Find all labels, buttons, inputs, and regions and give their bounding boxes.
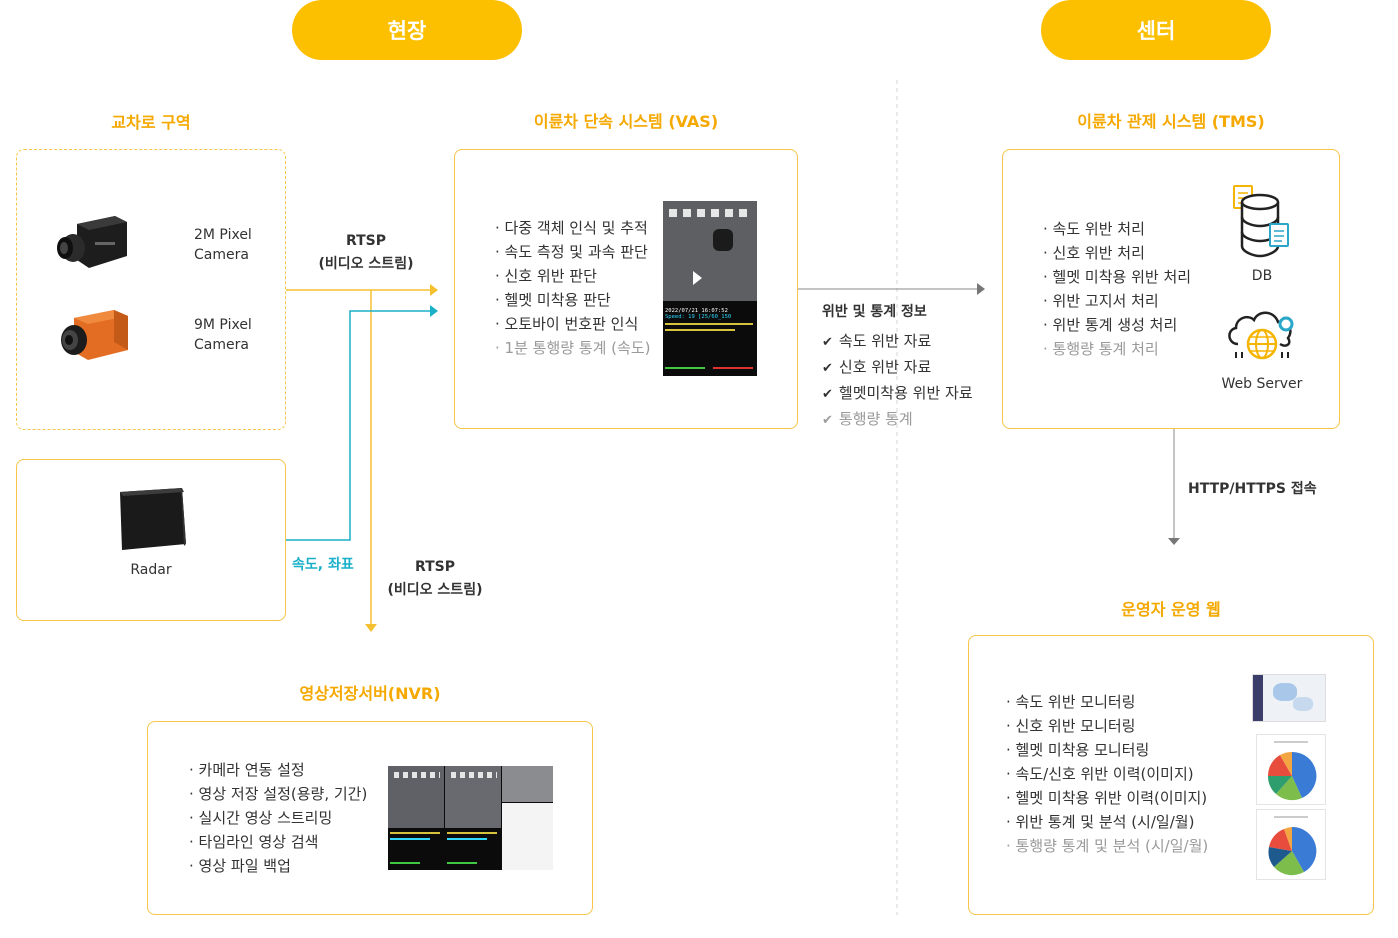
rtsp-arrowhead-vas: [430, 284, 438, 296]
road-view: [663, 201, 757, 301]
screen-line: [713, 367, 753, 369]
violation-info-item: 속도 위반 자료: [822, 329, 973, 355]
operator-item: · 헬멧 미착용 위반 이력(이미지): [1006, 789, 1208, 807]
motorbike-shape: [713, 229, 733, 251]
nvr-title: 영상저장서버(NVR): [299, 684, 441, 703]
rtsp-top-line2: (비디오 스트림): [318, 256, 414, 272]
violation-info-list: 속도 위반 자료 신호 위반 자료 헬멧미착용 위반 자료 통행량 통계: [822, 329, 973, 433]
tms-item: · 위반 통계 생성 처리: [1043, 316, 1178, 334]
rtsp-bottom-line1: RTSP: [414, 559, 456, 575]
screen-line: [665, 329, 735, 331]
radar-label: Radar: [130, 562, 172, 578]
operator-title: 운영자 운영 웹: [1121, 600, 1221, 619]
tms-item: · 속도 위반 처리: [1043, 220, 1145, 238]
nvr-feature-list: · 카메라 연동 설정 · 영상 저장 설정(용량, 기간) · 실시간 영상 …: [189, 758, 367, 878]
radar-icon: [120, 488, 186, 550]
tms-item-muted: · 통행량 통계 처리: [1043, 340, 1159, 358]
rtsp-arrowhead-nvr: [365, 624, 377, 632]
vas-item: · 속도 측정 및 과속 판단: [495, 243, 648, 261]
nvr-item: · 영상 파일 백업: [189, 857, 291, 875]
violation-info-title: 위반 및 통계 정보: [822, 304, 927, 320]
tms-box: [1002, 149, 1340, 429]
http-label: HTTP/HTTPS 접속: [1188, 481, 1317, 497]
vas-feature-list: · 다중 객체 인식 및 추적 · 속도 측정 및 과속 판단 · 신호 위반 …: [495, 216, 651, 360]
camera-9m-label-line2: Camera: [194, 337, 249, 353]
violation-info-item: 신호 위반 자료: [822, 355, 973, 381]
vas-item: · 다중 객체 인식 및 추적: [495, 219, 648, 237]
operator-feature-list: · 속도 위반 모니터링 · 신호 위반 모니터링 · 헬멧 미착용 모니터링 …: [1006, 690, 1208, 858]
radar-arrowhead-vas: [430, 305, 438, 317]
intersection-box: [16, 149, 286, 430]
nvr-item: · 실시간 영상 스트리밍: [189, 809, 333, 827]
tms-item: · 헬멧 미착용 위반 처리: [1043, 268, 1192, 286]
speed-coord-label: 속도, 좌표: [292, 557, 354, 573]
vas-screenshot: 2022/07/21 16:07:52 Speed: 19 [25/60_150: [663, 201, 757, 376]
road-arrow: [693, 271, 702, 285]
vas-item: · 신호 위반 판단: [495, 267, 597, 285]
tms-item: · 신호 위반 처리: [1043, 244, 1145, 262]
operator-item: · 속도 위반 모니터링: [1006, 693, 1136, 711]
crosswalk-marks: [669, 209, 751, 217]
intersection-title: 교차로 구역: [111, 113, 191, 132]
camera-9m-label: 9M Pixel Camera: [194, 315, 252, 355]
web-server-label: Web Server: [1221, 376, 1303, 392]
vas-timestamp: 2022/07/21 16:07:52: [665, 308, 728, 314]
vas-speed: Speed: 19 [25/60_150: [665, 314, 732, 320]
camera-9m-icon: [61, 310, 128, 360]
vas-item-muted: · 1분 통행량 통계 (속도): [495, 339, 651, 357]
operator-item: · 헬멧 미착용 모니터링: [1006, 741, 1150, 759]
rtsp-bottom-label: RTSP (비디오 스트림): [370, 556, 500, 602]
rtsp-top-label: RTSP (비디오 스트림): [300, 230, 432, 276]
rtsp-top-line1: RTSP: [345, 233, 387, 249]
web-server-icon: [1228, 311, 1294, 360]
section-field-pill: 현장: [292, 0, 522, 60]
tms-to-operator-arrowhead: [1168, 538, 1180, 545]
operator-chart-thumbnails: [1256, 734, 1326, 880]
section-center-pill: 센터: [1041, 0, 1271, 60]
violation-info-item: 헬멧미착용 위반 자료: [822, 381, 973, 407]
tms-feature-list: · 속도 위반 처리 · 신호 위반 처리 · 헬멧 미착용 위반 처리 · 위…: [1043, 217, 1191, 361]
camera-2m-label-line1: 2M Pixel: [194, 227, 252, 243]
operator-map-thumbnail: [1252, 674, 1326, 722]
nvr-info-panel: [502, 803, 553, 870]
nvr-item: · 카메라 연동 설정: [189, 761, 305, 779]
db-label: DB: [1251, 268, 1273, 284]
rtsp-bottom-line2: (비디오 스트림): [387, 582, 483, 598]
tms-title: 이륜차 관제 시스템 (TMS): [1077, 112, 1265, 131]
nvr-item: · 영상 저장 설정(용량, 기간): [189, 785, 368, 803]
operator-item: · 신호 위반 모니터링: [1006, 717, 1136, 735]
operator-item: · 위반 통계 및 분석 (시/일/월): [1006, 813, 1195, 831]
nvr-video-tile: [502, 766, 553, 802]
operator-item: · 속도/신호 위반 이력(이미지): [1006, 765, 1194, 783]
vas-item: · 헬멧 미착용 판단: [495, 291, 611, 309]
nvr-screenshot: [388, 766, 553, 870]
screen-line: [665, 367, 705, 369]
violation-info-item-muted: 통행량 통계: [822, 407, 973, 433]
camera-2m-label: 2M Pixel Camera: [194, 225, 252, 265]
tms-item: · 위반 고지서 처리: [1043, 292, 1159, 310]
nvr-item: · 타임라인 영상 검색: [189, 833, 319, 851]
vas-to-tms-arrowhead: [977, 283, 985, 295]
vas-item: · 오토바이 번호판 인식: [495, 315, 639, 333]
database-icon: [1233, 185, 1289, 258]
screen-line: [665, 323, 753, 325]
vas-title: 이륜차 단속 시스템 (VAS): [533, 112, 719, 131]
camera-9m-label-line1: 9M Pixel: [194, 317, 252, 333]
camera-2m-icon: [57, 216, 127, 268]
radar-line-to-vas: [285, 310, 430, 541]
operator-item-muted: · 통행량 통계 및 분석 (시/일/월): [1006, 837, 1209, 855]
camera-2m-label-line2: Camera: [194, 247, 249, 263]
